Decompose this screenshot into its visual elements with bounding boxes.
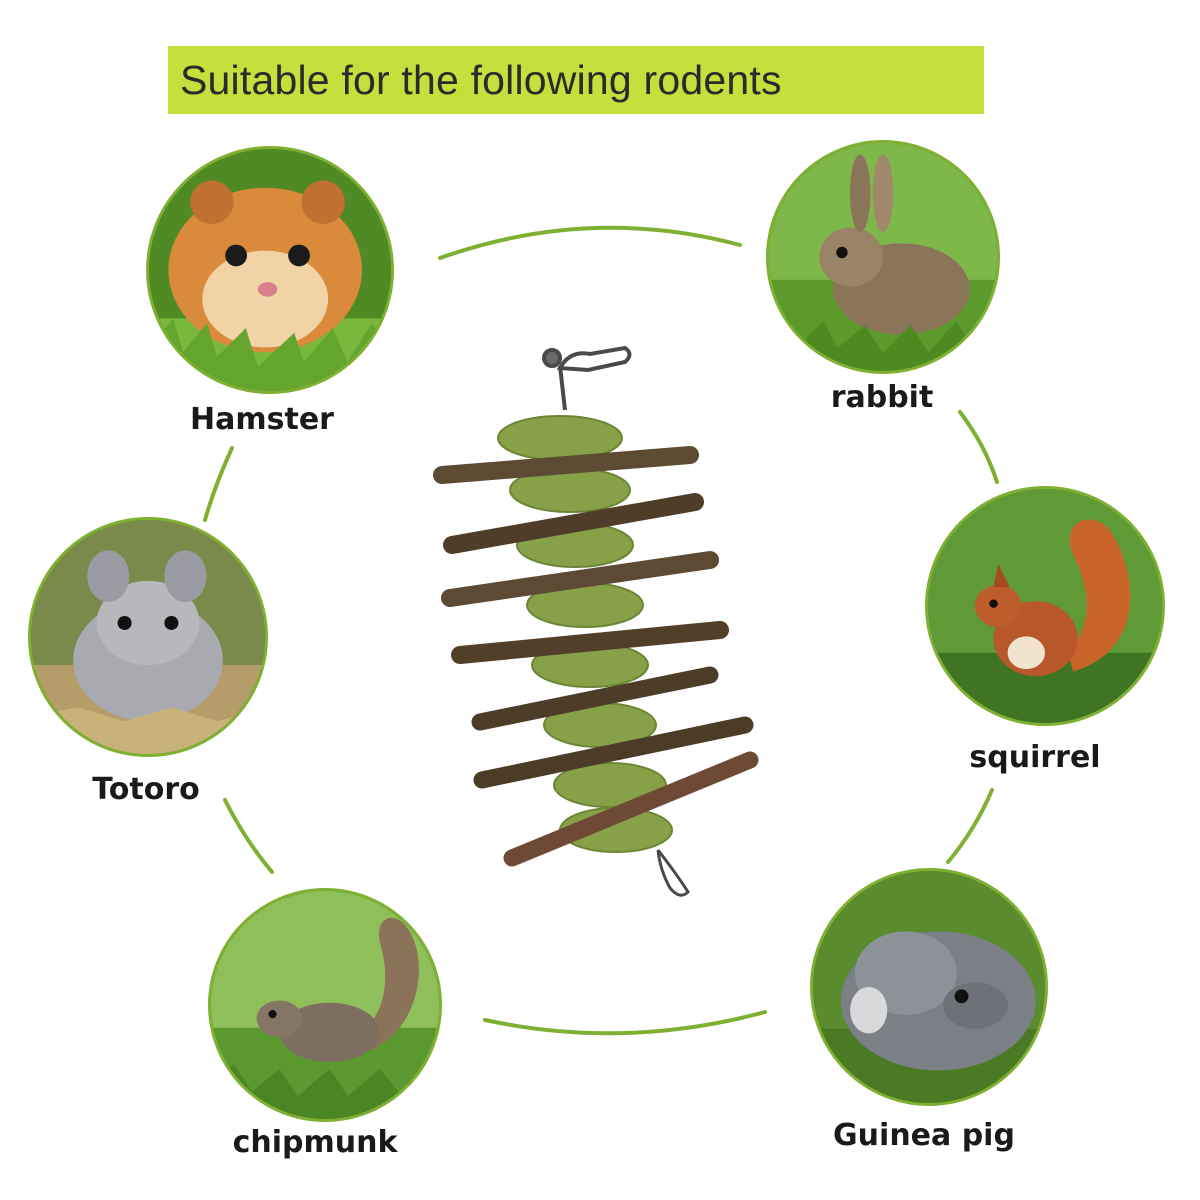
rabbit-photo-icon: [766, 140, 1000, 374]
banner-title: Suitable for the following rodents: [180, 56, 782, 103]
arc-lower-right: [946, 788, 994, 864]
rabbit-label: rabbit: [830, 380, 934, 415]
chew-stick-toy-icon: [433, 345, 759, 897]
guinea-pig-photo-icon: [810, 868, 1048, 1106]
hanging-hook: [542, 345, 632, 411]
arc-top: [438, 225, 742, 260]
chipmunk-label: chipmunk: [232, 1125, 398, 1160]
arc-lower-left: [223, 798, 274, 874]
hamster-label: Hamster: [190, 402, 334, 437]
arc-bottom: [483, 1010, 767, 1036]
squirrel-photo-icon: [925, 486, 1165, 726]
hamster-photo-icon: [146, 146, 394, 394]
squirrel-label: squirrel: [969, 740, 1101, 775]
guinea-pig-label: Guinea pig: [833, 1118, 1015, 1153]
bottom-loop: [656, 849, 690, 897]
chinchilla-photo-icon: [28, 517, 268, 757]
header-banner: Suitable for the following rodents: [168, 46, 984, 114]
wood-sticks: [433, 446, 759, 867]
arc-upper-right: [958, 410, 999, 484]
totoro-label: Totoro: [92, 772, 200, 807]
arc-upper-left: [203, 446, 234, 522]
chipmunk-photo-icon: [208, 888, 442, 1122]
